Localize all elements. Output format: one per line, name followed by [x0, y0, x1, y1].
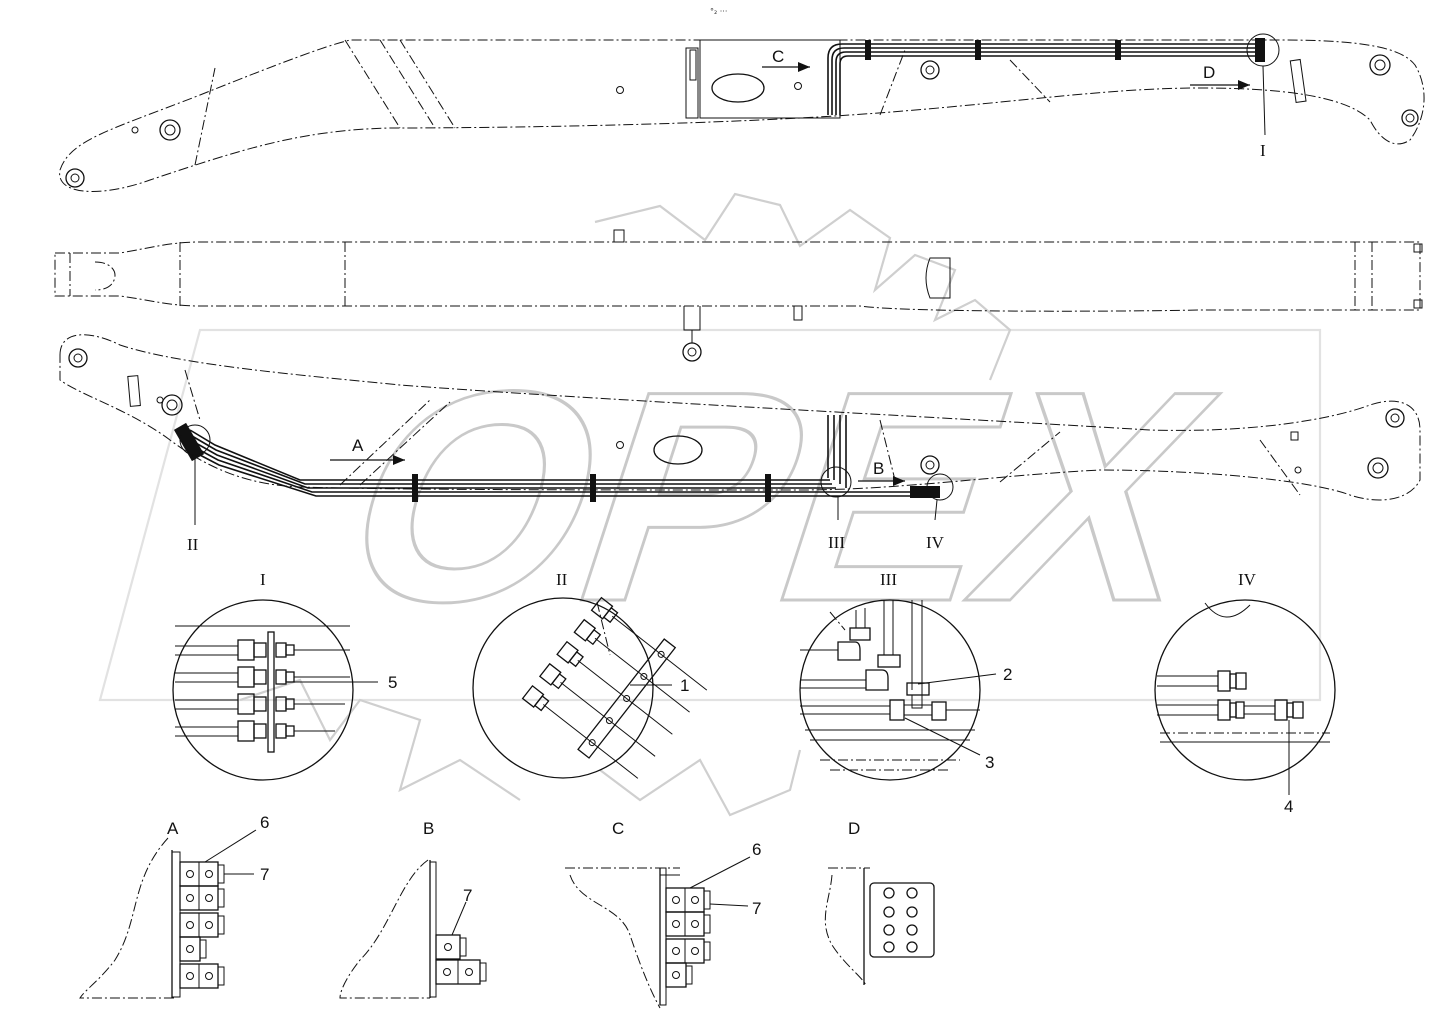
section-d: D — [824, 819, 935, 986]
section-a-callout-7: 7 — [260, 865, 269, 884]
section-a-callout-6: 6 — [260, 813, 269, 832]
detail-iii-callout-2: 2 — [1003, 665, 1012, 684]
arrow-d-label: D — [1203, 63, 1215, 82]
detail-i: I 5 — [172, 570, 397, 781]
detail-i-callout: 5 — [388, 673, 397, 692]
top-boom-view: C D I — [59, 33, 1425, 192]
plan-view — [54, 229, 1423, 362]
section-b-clamp-stack — [435, 934, 487, 985]
detail-iii-fittings — [800, 600, 980, 771]
arrow-a-label: A — [352, 436, 364, 455]
detail-iv-marker: IV — [926, 533, 945, 552]
detail-iii-callout-3: 3 — [985, 753, 994, 772]
header-stamp: °₂ ··· — [710, 7, 727, 16]
top-hose-bundle — [827, 38, 1265, 115]
section-c: C 6 7 — [565, 819, 761, 1009]
detail-ii: II 1 — [472, 570, 708, 779]
detail-iv-callout: 4 — [1284, 797, 1293, 816]
section-a-title: A — [167, 819, 179, 838]
arrow-c-label: C — [772, 47, 784, 66]
detail-ii-title: II — [556, 570, 568, 589]
detail-i-fittings — [175, 625, 350, 753]
detail-i-marker: I — [1260, 141, 1266, 160]
detail-iii: III — [799, 570, 1012, 781]
section-d-title: D — [848, 819, 860, 838]
section-c-clamp-stack — [665, 887, 711, 988]
section-c-title: C — [612, 819, 624, 838]
bottom-boom-view: A B II III IV — [59, 334, 1421, 554]
detail-iii-title: III — [880, 570, 897, 589]
detail-ii-marker: II — [187, 535, 199, 554]
section-a-clamp-stack — [179, 861, 225, 989]
section-c-callout-6: 6 — [752, 840, 761, 859]
detail-i-title: I — [260, 570, 266, 589]
detail-ii-fittings — [521, 596, 708, 779]
detail-ii-callout: 1 — [680, 676, 689, 695]
section-b-title: B — [423, 819, 434, 838]
arrow-b-label: B — [873, 459, 884, 478]
detail-iii-marker: III — [828, 533, 845, 552]
detail-iv: IV 4 — [1154, 570, 1336, 816]
section-a: A 6 7 — [79, 813, 269, 999]
section-c-callout-7: 7 — [752, 899, 761, 918]
watermark: OPEX — [98, 192, 1322, 817]
detail-iv-fittings — [1157, 602, 1330, 743]
section-b: B 7 — [339, 819, 487, 999]
detail-iv-title: IV — [1238, 570, 1257, 589]
section-b-callout-7: 7 — [463, 886, 472, 905]
section-d-clamp-plate — [869, 882, 935, 958]
